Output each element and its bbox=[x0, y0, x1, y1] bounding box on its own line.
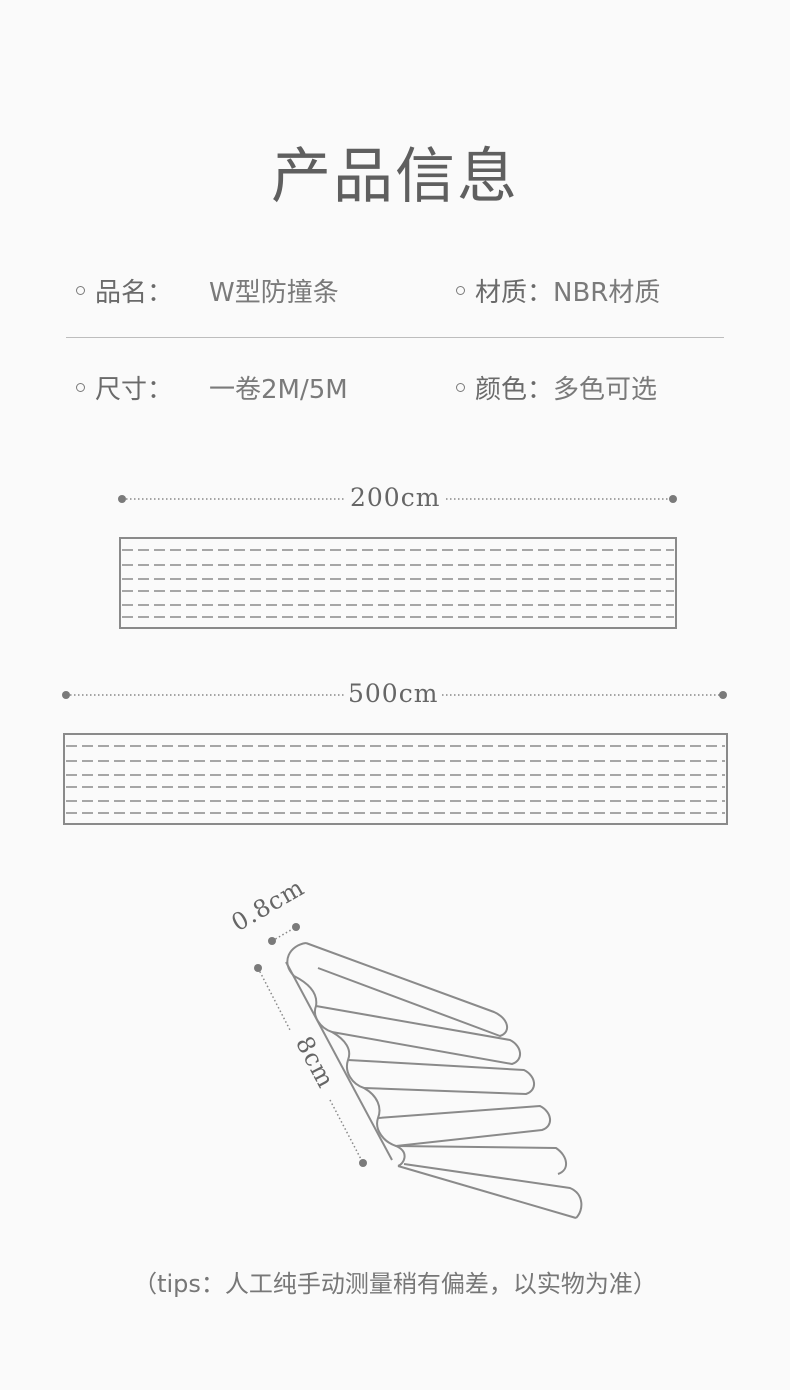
strip-500cm bbox=[63, 733, 728, 825]
spec-color-label: 颜色： bbox=[475, 375, 554, 405]
spec-color-value: 多色可选 bbox=[553, 375, 658, 405]
spec-size-label: 尺寸： bbox=[95, 375, 174, 405]
dimension-line-200 bbox=[118, 495, 677, 503]
strip-200cm bbox=[119, 537, 677, 629]
spec-name-value: W型防撞条 bbox=[209, 278, 339, 308]
spec-material-label: 材质： bbox=[475, 278, 554, 308]
spec-size: 尺寸： 一卷2M/5M bbox=[76, 369, 348, 406]
dimension-line-thickness bbox=[268, 923, 300, 945]
tips-note: （tips：人工纯手动测量稍有偏差，以实物为准） bbox=[133, 1270, 657, 1298]
spec-color: 颜色：多色可选 bbox=[456, 369, 657, 406]
bullet-icon bbox=[456, 383, 465, 392]
bullet-icon bbox=[76, 383, 85, 392]
divider bbox=[66, 337, 724, 338]
length-200-label: 200cm bbox=[346, 483, 445, 512]
width-label: 8cm bbox=[290, 1032, 340, 1093]
bullet-icon bbox=[456, 286, 465, 295]
spec-size-value: 一卷2M/5M bbox=[209, 375, 348, 405]
length-500-label: 500cm bbox=[344, 679, 443, 708]
dimension-line-width bbox=[254, 964, 367, 1167]
w-profile-section bbox=[285, 942, 583, 1219]
bullet-icon bbox=[76, 286, 85, 295]
spec-material-value: NBR材质 bbox=[553, 278, 661, 308]
spec-name-label: 品名： bbox=[95, 278, 174, 308]
spec-name: 品名： W型防撞条 bbox=[76, 272, 339, 309]
page-title: 产品信息 bbox=[271, 142, 519, 212]
spec-material: 材质：NBR材质 bbox=[456, 272, 660, 309]
